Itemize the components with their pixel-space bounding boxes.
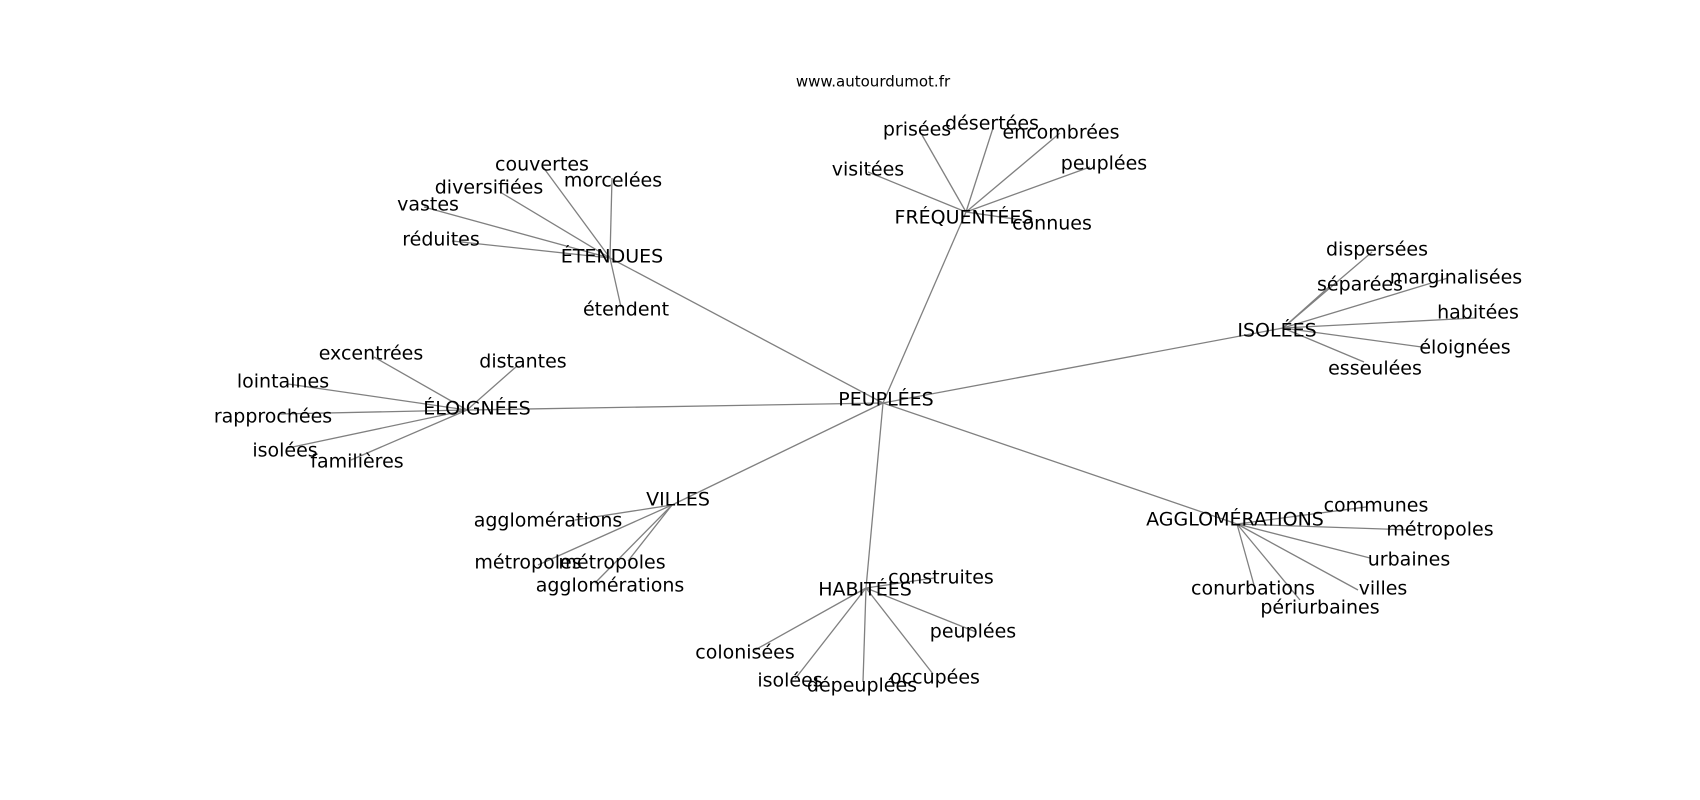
edge-frequentees-connues bbox=[965, 211, 1023, 221]
word-node-habitees[interactable]: habitées bbox=[1437, 302, 1519, 324]
edge-center-etendues bbox=[609, 257, 884, 404]
word-node-villes[interactable]: villes bbox=[1359, 578, 1408, 600]
word-node-encombrees[interactable]: encombrées bbox=[1002, 122, 1119, 144]
edge-center-habitees bbox=[865, 402, 884, 589]
edge-etendues-diversifiees bbox=[499, 191, 611, 259]
site-url[interactable]: www.autourdumot.fr bbox=[796, 73, 951, 91]
word-node-metropoles[interactable]: métropoles bbox=[474, 552, 581, 574]
edge-frequentees-desertees bbox=[965, 127, 994, 213]
edge-frequentees-prisees bbox=[921, 134, 967, 213]
word-node-esseulees[interactable]: esseulées bbox=[1328, 358, 1422, 380]
word-node-marginalisees[interactable]: marginalisées bbox=[1390, 267, 1522, 289]
word-node-metropoles[interactable]: métropoles bbox=[558, 552, 665, 574]
word-node-excentrees[interactable]: excentrées bbox=[319, 343, 424, 365]
word-node-diversifiees[interactable]: diversifiées bbox=[435, 177, 544, 199]
edge-etendues-vastes bbox=[423, 206, 611, 259]
word-node-periurbaines[interactable]: périurbaines bbox=[1260, 597, 1379, 619]
edge-frequentees-peuplees bbox=[965, 166, 1091, 213]
edge-eloignees-distantes bbox=[466, 365, 518, 411]
edge-eloignees-lointaines bbox=[287, 383, 468, 411]
edge-agglomerations-periurbaines bbox=[1236, 523, 1301, 601]
word-node-construites[interactable]: construites bbox=[888, 567, 994, 589]
word-node-occupees[interactable]: occupées bbox=[890, 667, 980, 689]
edge-villes-metropoles bbox=[537, 504, 673, 566]
graph-edges bbox=[279, 127, 1476, 683]
edge-eloignees-familieres bbox=[350, 409, 468, 461]
group-node-habitees[interactable]: HABITÉES bbox=[818, 578, 912, 601]
edge-isolees-marginalisees bbox=[1282, 277, 1449, 329]
edge-agglomerations-metropoles bbox=[1236, 523, 1413, 531]
edge-habitees-isolees bbox=[794, 587, 867, 680]
word-node-desertees[interactable]: désertées bbox=[945, 113, 1039, 135]
edge-habitees-construites bbox=[865, 577, 935, 589]
edge-habitees-peuplees bbox=[865, 587, 977, 633]
word-node-connues[interactable]: connues bbox=[1012, 213, 1092, 235]
edge-isolees-esseulees bbox=[1282, 327, 1365, 363]
edge-frequentees-encombrees bbox=[965, 132, 1061, 213]
group-node-eloignees[interactable]: ÉLOIGNÉES bbox=[423, 397, 530, 420]
word-node-familieres[interactable]: familières bbox=[310, 451, 403, 473]
edge-etendues-etendent bbox=[609, 257, 622, 308]
group-node-frequentees[interactable]: FRÉQUENTÉES bbox=[895, 206, 1034, 229]
edge-agglomerations-villes bbox=[1236, 523, 1359, 591]
group-node-villes[interactable]: VILLES bbox=[646, 489, 710, 511]
edge-isolees-separees bbox=[1282, 285, 1331, 329]
edge-villes-metropoles bbox=[627, 504, 673, 562]
edge-agglomerations-communes bbox=[1236, 506, 1367, 525]
word-node-distantes[interactable]: distantes bbox=[479, 351, 566, 373]
word-node-peuplees[interactable]: peuplées bbox=[930, 621, 1016, 643]
edge-center-isolees bbox=[882, 327, 1284, 404]
edge-villes-agglomerations bbox=[594, 504, 673, 584]
word-node-isolees[interactable]: isolées bbox=[252, 440, 317, 462]
word-node-prisees[interactable]: prisées bbox=[883, 119, 951, 141]
edge-agglomerations-urbaines bbox=[1236, 523, 1371, 559]
group-node-agglomerations[interactable]: AGGLOMÉRATIONS bbox=[1146, 508, 1324, 531]
word-node-couvertes[interactable]: couvertes bbox=[495, 154, 589, 176]
word-node-isolees[interactable]: isolées bbox=[757, 670, 822, 692]
word-node-metropoles[interactable]: métropoles bbox=[1386, 519, 1493, 541]
word-node-eloignees[interactable]: éloignées bbox=[1419, 337, 1510, 359]
word-node-depeuplees[interactable]: dépeuplées bbox=[807, 675, 917, 697]
group-node-isolees[interactable]: ISOLÉES bbox=[1237, 319, 1316, 342]
edge-etendues-morcelees bbox=[609, 177, 613, 259]
word-node-morcelees[interactable]: morcelées bbox=[564, 170, 662, 192]
edge-frequentees-visitees bbox=[867, 171, 967, 213]
word-node-urbaines[interactable]: urbaines bbox=[1368, 549, 1450, 571]
center-node-label[interactable]: PEUPLÉES bbox=[838, 388, 933, 411]
group-node-etendues[interactable]: ÉTENDUES bbox=[561, 245, 663, 268]
word-node-reduites[interactable]: réduites bbox=[402, 229, 480, 251]
edge-habitees-depeuplees bbox=[862, 587, 867, 683]
word-node-rapprochees[interactable]: rapprochées bbox=[214, 406, 332, 428]
word-node-peuplees[interactable]: peuplées bbox=[1061, 153, 1147, 175]
word-node-agglomerations[interactable]: agglomérations bbox=[536, 575, 685, 597]
edge-isolees-eloignees bbox=[1282, 327, 1430, 349]
edge-villes-agglomerations bbox=[574, 504, 673, 521]
edge-center-villes bbox=[671, 402, 884, 506]
word-node-agglomerations[interactable]: agglomérations bbox=[474, 510, 623, 532]
edge-eloignees-isolees bbox=[287, 409, 468, 449]
edge-center-agglomerations bbox=[882, 402, 1238, 525]
word-node-lointaines[interactable]: lointaines bbox=[237, 371, 329, 393]
word-node-separees[interactable]: séparées bbox=[1317, 274, 1403, 296]
edge-agglomerations-conurbations bbox=[1236, 523, 1255, 586]
edge-etendues-couvertes bbox=[542, 166, 611, 259]
word-node-colonisees[interactable]: colonisées bbox=[695, 642, 794, 664]
word-node-communes[interactable]: communes bbox=[1324, 495, 1429, 517]
word-node-conurbations[interactable]: conurbations bbox=[1191, 578, 1315, 600]
word-node-visitees[interactable]: visitées bbox=[832, 159, 904, 181]
edge-habitees-colonisees bbox=[754, 587, 867, 651]
word-node-dispersees[interactable]: dispersées bbox=[1326, 239, 1428, 261]
word-node-vastes[interactable]: vastes bbox=[397, 194, 459, 216]
edge-eloignees-rapprochees bbox=[279, 409, 468, 415]
edge-center-frequentees bbox=[882, 211, 967, 404]
edge-eloignees-excentrees bbox=[373, 356, 468, 411]
edge-habitees-occupees bbox=[865, 587, 934, 675]
edge-center-eloignees bbox=[466, 402, 884, 411]
edge-etendues-reduites bbox=[451, 240, 611, 259]
edge-isolees-habitees bbox=[1282, 317, 1476, 329]
word-node-etendent[interactable]: étendent bbox=[583, 299, 669, 321]
